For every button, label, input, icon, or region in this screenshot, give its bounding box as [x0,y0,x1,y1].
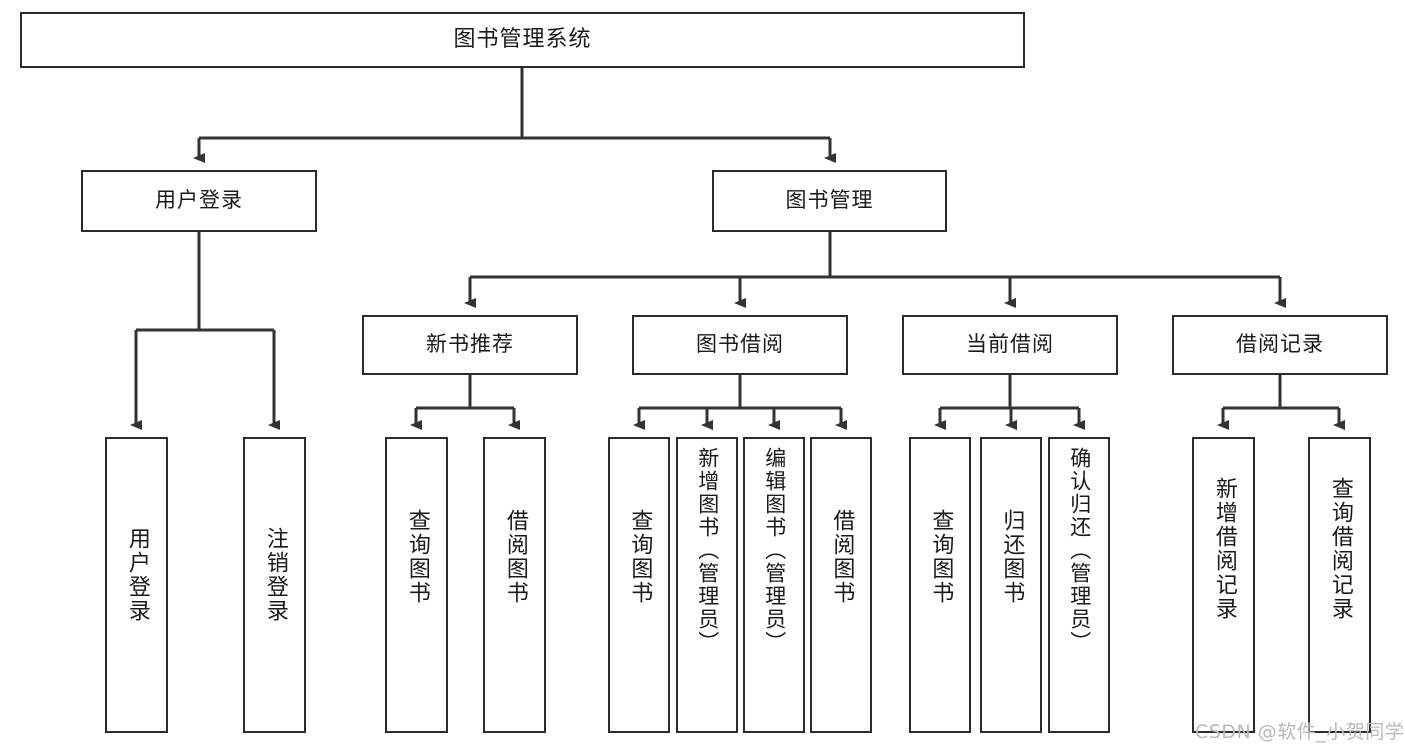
node-label: 新书推荐 [426,332,514,357]
node-leaf-query-book-recommend[interactable]: 查询图书 [385,437,448,733]
node-label: 图书借阅 [696,332,784,357]
node-label: 查询图书 [627,509,653,605]
node-label: 用户登录 [124,527,150,623]
node-label: 用户登录 [155,188,243,213]
node-label: 当前借阅 [966,332,1054,357]
node-label: 查询图书 [928,509,954,605]
node-label: 归还图书 [999,509,1025,605]
node-book-management[interactable]: 图书管理 [712,170,947,232]
node-leaf-return-book[interactable]: 归还图书 [980,437,1042,733]
node-leaf-edit-book-admin[interactable]: 编辑图书（管理员） [743,437,805,733]
node-book-borrow[interactable]: 图书借阅 [632,315,848,375]
node-label: 新增借阅记录 [1211,477,1237,621]
node-new-book-recommend[interactable]: 新书推荐 [362,315,578,375]
node-leaf-borrow-book-borrow[interactable]: 借阅图书 [810,437,872,733]
node-root-book-management-system[interactable]: 图书管理系统 [20,12,1025,68]
node-label: 确认归还（管理员） [1067,447,1092,654]
node-label: 借阅图书 [829,509,855,605]
node-label: 新增图书（管理员） [695,447,720,654]
node-label: 编辑图书（管理员） [762,447,787,654]
node-leaf-user-login[interactable]: 用户登录 [105,437,168,733]
node-label: 查询借阅记录 [1327,477,1353,621]
node-leaf-query-borrow-record[interactable]: 查询借阅记录 [1308,437,1371,733]
node-label: 查询图书 [404,509,430,605]
node-leaf-query-book-borrow[interactable]: 查询图书 [608,437,670,733]
node-label: 借阅图书 [502,509,528,605]
node-leaf-logout-login[interactable]: 注销登录 [243,437,306,733]
node-label: 图书管理系统 [453,26,592,52]
node-current-borrow[interactable]: 当前借阅 [902,315,1118,375]
node-leaf-add-borrow-record[interactable]: 新增借阅记录 [1192,437,1255,733]
node-leaf-add-book-admin[interactable]: 新增图书（管理员） [676,437,738,733]
node-leaf-borrow-book-recommend[interactable]: 借阅图书 [483,437,546,733]
node-borrow-records[interactable]: 借阅记录 [1172,315,1388,375]
node-label: 注销登录 [262,527,288,623]
node-leaf-query-book-current[interactable]: 查询图书 [909,437,971,733]
node-leaf-confirm-return-admin[interactable]: 确认归还（管理员） [1048,437,1110,733]
watermark-credit: CSDN @软件_小贺同学 [1195,721,1405,743]
node-label: 借阅记录 [1236,332,1324,357]
node-user-login[interactable]: 用户登录 [81,170,317,232]
node-label: 图书管理 [785,188,874,213]
